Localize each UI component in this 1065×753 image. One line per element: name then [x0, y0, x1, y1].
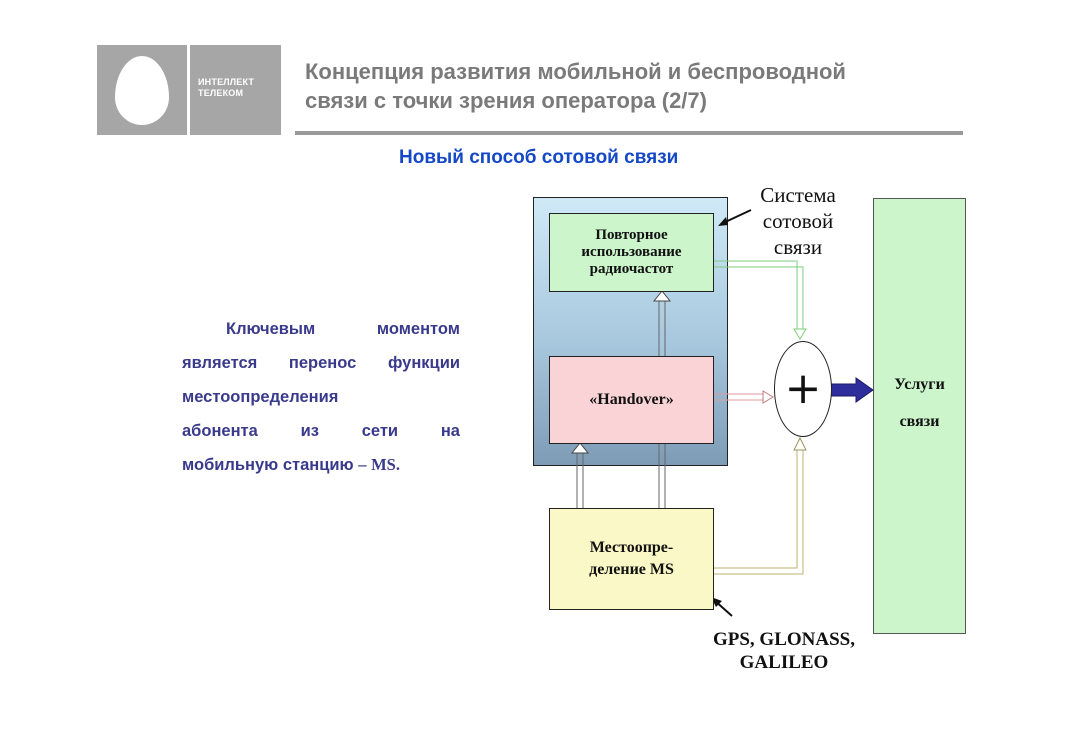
system-label-line: связи — [773, 235, 823, 259]
arrow-location-to-sum — [712, 436, 807, 575]
services-label: Услуги связи — [873, 366, 966, 440]
gps-label-line: GPS, GLONASS, — [712, 629, 855, 650]
paragraph-dash: – — [358, 455, 367, 474]
frequency-reuse-box: Повторное использование радиочастот — [549, 213, 714, 292]
handover-box: «Handover» — [549, 356, 714, 444]
logo-line-2: ТЕЛЕКОМ — [198, 88, 244, 98]
paragraph-line-5: мобильную станцию – MS. — [182, 448, 460, 482]
system-label-pointer — [718, 209, 752, 226]
ms-abbreviation: MS. — [371, 455, 400, 474]
egg-icon — [115, 56, 169, 125]
paragraph-line-2: является перенос функции — [182, 354, 460, 372]
logo-line-1: ИНТЕЛЛЕКТ — [198, 77, 255, 87]
frequency-reuse-line: Повторное — [595, 227, 668, 243]
ms-location-line: деление MS — [589, 561, 674, 578]
slide-subtitle: Новый способ сотовой связи — [399, 147, 679, 168]
arrow-sum-to-services — [830, 377, 874, 403]
paragraph-word: сети — [361, 422, 399, 440]
frequency-reuse-line: использование — [581, 244, 682, 260]
summation-node: + — [774, 341, 832, 437]
plus-symbol: + — [784, 363, 822, 414]
gps-label-pointer — [711, 597, 733, 617]
communication-services-box — [873, 198, 966, 634]
ms-location-line: Местоопре- — [589, 539, 674, 556]
slide-title-line-2: связи с точки зрения оператора (2/7) — [305, 88, 707, 113]
arrow-reuse-to-sum — [712, 260, 807, 340]
ms-location-box: Местоопре- деление MS — [549, 508, 714, 610]
key-point-paragraph: Ключевым моментом является перенос функц… — [182, 312, 460, 482]
system-label-line: Система — [760, 183, 836, 207]
handover-label: «Handover» — [589, 391, 674, 408]
satellite-systems-label: GPS, GLONASS, GALILEO — [694, 628, 874, 674]
paragraph-word: на — [440, 422, 460, 440]
paragraph-word: из — [300, 422, 319, 440]
logo-text-panel: ИНТЕЛЛЕКТ ТЕЛЕКОМ — [190, 45, 281, 135]
paragraph-word: абонента — [182, 422, 258, 440]
slide-title-line-1: Концепция развития мобильной и беспровод… — [305, 59, 846, 84]
logo-egg-panel — [97, 45, 187, 135]
services-label-line: Услуги — [894, 376, 945, 393]
paragraph-line-3: местоопределения — [182, 388, 339, 406]
cellular-system-label: Система сотовой связи — [742, 182, 854, 260]
company-logo: ИНТЕЛЛЕКТ ТЕЛЕКОМ — [97, 45, 281, 135]
title-divider — [295, 131, 963, 135]
gps-label-line: GALILEO — [739, 652, 829, 673]
system-label-line: сотовой — [762, 209, 834, 233]
frequency-reuse-line: радиочастот — [589, 261, 674, 277]
services-label-line: связи — [899, 413, 940, 430]
slide-title: Концепция развития мобильной и беспровод… — [305, 57, 1005, 115]
arrow-handover-to-sum — [712, 390, 774, 404]
arrow-location-to-handover — [570, 442, 590, 508]
paragraph-line-1: Ключевым моментом — [226, 320, 460, 338]
paragraph-text: мобильную станцию — [182, 456, 354, 474]
paragraph-line-4: абонента из сети на — [182, 414, 460, 448]
